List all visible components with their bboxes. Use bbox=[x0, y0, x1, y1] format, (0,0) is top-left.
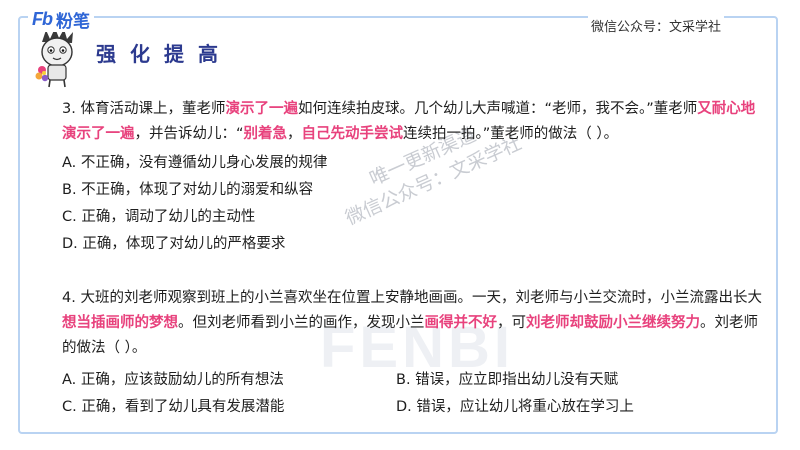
q3-text-part: ， bbox=[287, 126, 302, 142]
question-4-text: 4. 大班的刘老师观察到班上的小兰喜欢坐在位置上安静地画画。一天，刘老师与小兰交… bbox=[62, 286, 762, 361]
q4-option-b[interactable]: B. 错误，应立即指出幼儿没有天赋 bbox=[396, 372, 619, 388]
q3-highlight: 演示了一遍 bbox=[225, 101, 298, 117]
q3-option-b[interactable]: B. 不正确，体现了对幼儿的溺爱和纵容 bbox=[62, 182, 314, 198]
brand-mark: Fb bbox=[32, 8, 53, 29]
slide-frame bbox=[18, 16, 778, 434]
q4-text-part: 。但刘老师看到小兰的画作，发现小兰 bbox=[178, 315, 425, 331]
q3-highlight: 自己先动手尝试 bbox=[301, 126, 404, 142]
header-source: 微信公众号：文采学社 bbox=[588, 16, 725, 35]
q3-highlight: 别着急 bbox=[243, 126, 288, 142]
brand-name: 粉笔 bbox=[56, 11, 90, 32]
q3-option-c[interactable]: C. 正确，调动了幼儿的主动性 bbox=[62, 209, 256, 225]
q4-text-part: ，可 bbox=[497, 315, 526, 331]
q3-text-part: 3. 体育活动课上，董老师 bbox=[62, 101, 226, 117]
section-title: 强化提高 bbox=[96, 42, 232, 66]
q4-highlight: 想当插画师的梦想 bbox=[62, 315, 178, 331]
q4-highlight: 刘老师却鼓励小兰继续努力 bbox=[526, 315, 700, 331]
q3-text-part: 连续拍一拍。”董老师的做法（ ）。 bbox=[403, 126, 619, 142]
q4-text-part: 。刘老师的做法（ ）。 bbox=[62, 315, 758, 356]
q4-highlight: 画得并不好 bbox=[424, 315, 498, 331]
q3-text-part: ，并告诉幼儿：“ bbox=[134, 126, 244, 142]
q3-option-d[interactable]: D. 正确，体现了对幼儿的严格要求 bbox=[62, 236, 286, 252]
q4-text-part: 4. 大班的刘老师观察到班上的小兰喜欢坐在位置上安静地画画。一天，刘老师与小兰交… bbox=[62, 290, 762, 306]
brand-logo: Fb 粉笔 bbox=[28, 6, 94, 32]
fenbi-watermark: FENBI bbox=[320, 318, 514, 378]
q3-option-a[interactable]: A. 不正确，没有遵循幼儿身心发展的规律 bbox=[62, 155, 328, 171]
q4-option-a[interactable]: A. 正确，应该鼓励幼儿的所有想法 bbox=[62, 372, 284, 388]
q3-highlight: 又耐心地演示了一遍 bbox=[62, 101, 756, 142]
q4-option-c[interactable]: C. 正确，看到了幼儿具有发展潜能 bbox=[62, 399, 285, 415]
q3-text-part: 如何连续拍皮球。几个幼儿大声喊道：“老师，我不会。”董老师 bbox=[297, 101, 698, 117]
q4-option-d[interactable]: D. 错误，应让幼儿将重心放在学习上 bbox=[396, 399, 634, 415]
question-3-text: 3. 体育活动课上，董老师演示了一遍如何连续拍皮球。几个幼儿大声喊道：“老师，我… bbox=[62, 97, 762, 147]
mascot-icon bbox=[35, 28, 73, 88]
